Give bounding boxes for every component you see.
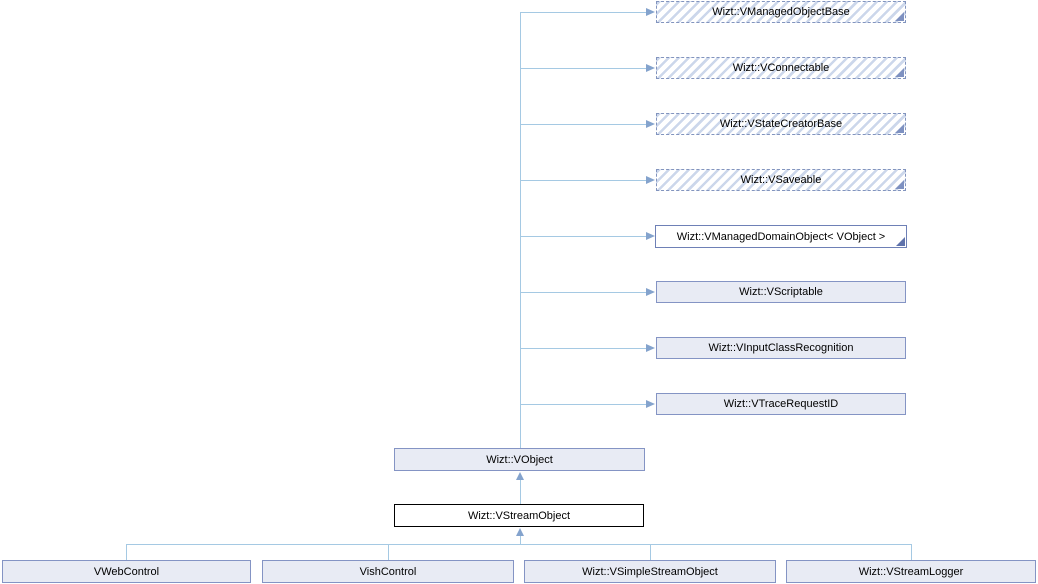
class-node-vstreamobject-current: Wizt::VStreamObject (394, 504, 644, 527)
class-node-vsaveable[interactable]: Wizt::VSaveable (656, 169, 906, 191)
edge-stub-simplestreamobject (650, 544, 651, 560)
edge-streamobject-to-vobject (520, 480, 521, 504)
class-label-vtracerequestid: Wizt::VTraceRequestID (723, 398, 839, 410)
fold-corner-icon (895, 12, 904, 21)
class-label-vstatecreatorbase: Wizt::VStateCreatorBase (719, 118, 843, 130)
edge-stub-webcontrol (126, 544, 127, 560)
class-label-vmanagedobjectbase: Wizt::VManagedObjectBase (712, 6, 850, 18)
class-label-vmanageddomainobject: Wizt::VManagedDomainObject< VObject > (676, 230, 886, 243)
class-label-vobject: Wizt::VObject (486, 453, 553, 466)
edge-branch-managedobjectbase (520, 12, 646, 13)
class-node-vstatecreatorbase[interactable]: Wizt::VStateCreatorBase (656, 113, 906, 135)
edge-branch-inputclassrecognition (520, 348, 646, 349)
class-node-vmanagedobjectbase[interactable]: Wizt::VManagedObjectBase (656, 1, 906, 23)
edge-branch-tracerequestid (520, 404, 646, 405)
edge-branch-scriptable (520, 292, 646, 293)
edge-stub-streamlogger (911, 544, 912, 560)
class-node-vwebcontrol[interactable]: VWebControl (2, 560, 251, 583)
class-label-vstreamobject: Wizt::VStreamObject (467, 509, 571, 522)
class-node-vtracerequestid[interactable]: Wizt::VTraceRequestID (656, 393, 906, 415)
arrowhead-to-streamobject (516, 528, 524, 536)
class-node-vscriptable[interactable]: Wizt::VScriptable (656, 281, 906, 303)
class-label-vsimplestreamobject: Wizt::VSimpleStreamObject (582, 565, 718, 578)
arrowhead-to-vobject (516, 472, 524, 480)
fold-corner-icon (895, 68, 904, 77)
class-label-vstreamlogger: Wizt::VStreamLogger (858, 565, 964, 578)
class-label-vsaveable: Wizt::VSaveable (740, 174, 822, 186)
edge-children-bus (126, 544, 912, 545)
arrowhead-statecreatorbase (646, 120, 655, 128)
edge-branch-manageddomainobject (520, 236, 646, 237)
edge-branch-statecreatorbase (520, 124, 646, 125)
arrowhead-saveable (646, 176, 655, 184)
class-node-vsimplestreamobject[interactable]: Wizt::VSimpleStreamObject (524, 560, 776, 583)
class-label-vwebcontrol: VWebControl (93, 565, 160, 578)
arrowhead-manageddomainobject (646, 232, 655, 240)
class-label-vconnectable: Wizt::VConnectable (732, 62, 830, 74)
edge-stub-vishcontrol (388, 544, 389, 560)
fold-corner-icon (895, 124, 904, 133)
edge-branch-connectable (520, 68, 646, 69)
class-label-vishcontrol: VishControl (359, 565, 417, 578)
class-node-vstreamlogger[interactable]: Wizt::VStreamLogger (786, 560, 1036, 583)
edge-children-to-streamobject (520, 536, 521, 544)
class-node-vmanageddomainobject[interactable]: Wizt::VManagedDomainObject< VObject > (655, 225, 907, 248)
class-node-vishcontrol[interactable]: VishControl (262, 560, 514, 583)
arrowhead-managedobjectbase (646, 8, 655, 16)
arrowhead-inputclassrecognition (646, 344, 655, 352)
class-node-vconnectable[interactable]: Wizt::VConnectable (656, 57, 906, 79)
class-label-vscriptable: Wizt::VScriptable (739, 286, 823, 298)
arrowhead-scriptable (646, 288, 655, 296)
edge-trunk-vobject-to-parents (520, 12, 521, 448)
class-label-vinputclassrecognition: Wizt::VInputClassRecognition (708, 342, 854, 354)
arrowhead-connectable (646, 64, 655, 72)
fold-corner-icon (896, 237, 905, 246)
edge-branch-saveable (520, 180, 646, 181)
class-node-vinputclassrecognition[interactable]: Wizt::VInputClassRecognition (656, 337, 906, 359)
arrowhead-tracerequestid (646, 400, 655, 408)
fold-corner-icon (895, 180, 904, 189)
class-node-vobject[interactable]: Wizt::VObject (394, 448, 645, 471)
